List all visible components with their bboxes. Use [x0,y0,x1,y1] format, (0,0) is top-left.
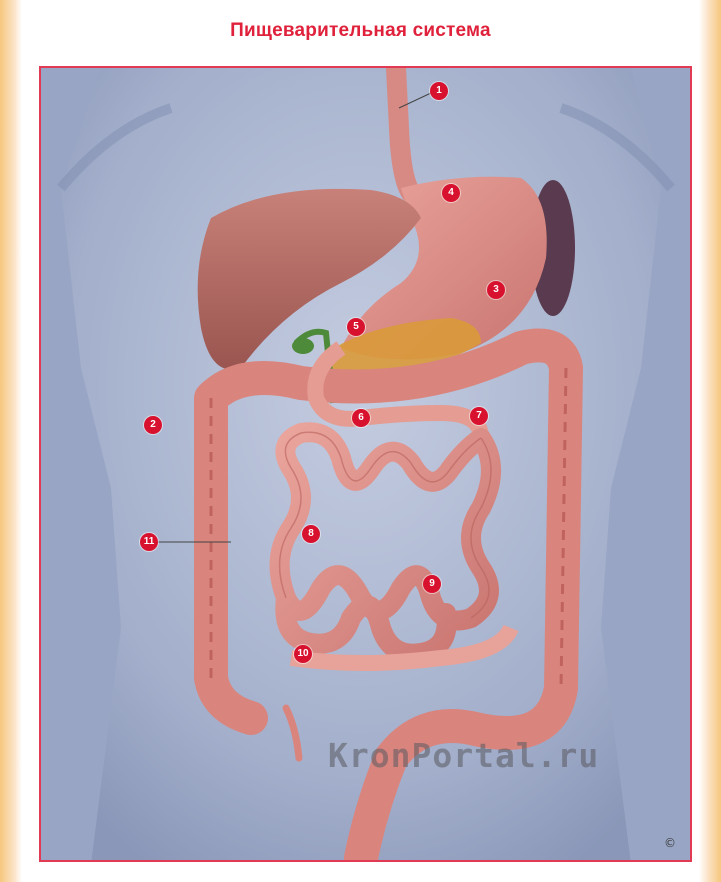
marker-2: 2 [144,416,162,434]
marker-10: 10 [294,645,312,663]
marker-1: 1 [430,82,448,100]
marker-4: 4 [442,184,460,202]
marker-5: 5 [347,318,365,336]
gallbladder [292,338,314,354]
watermark: KronPortal.ru [328,736,599,775]
marker-8: 8 [302,525,320,543]
copyright-icon: © [664,837,676,849]
anatomy-illustration: 1 2 3 4 5 6 7 8 9 10 11 KronPortal.ru © [39,66,692,862]
marker-9: 9 [423,575,441,593]
diagram-title: Пищеварительная система [0,20,721,42]
marker-6: 6 [352,409,370,427]
marker-11: 11 [140,533,158,551]
marker-3: 3 [487,281,505,299]
marker-7: 7 [470,407,488,425]
